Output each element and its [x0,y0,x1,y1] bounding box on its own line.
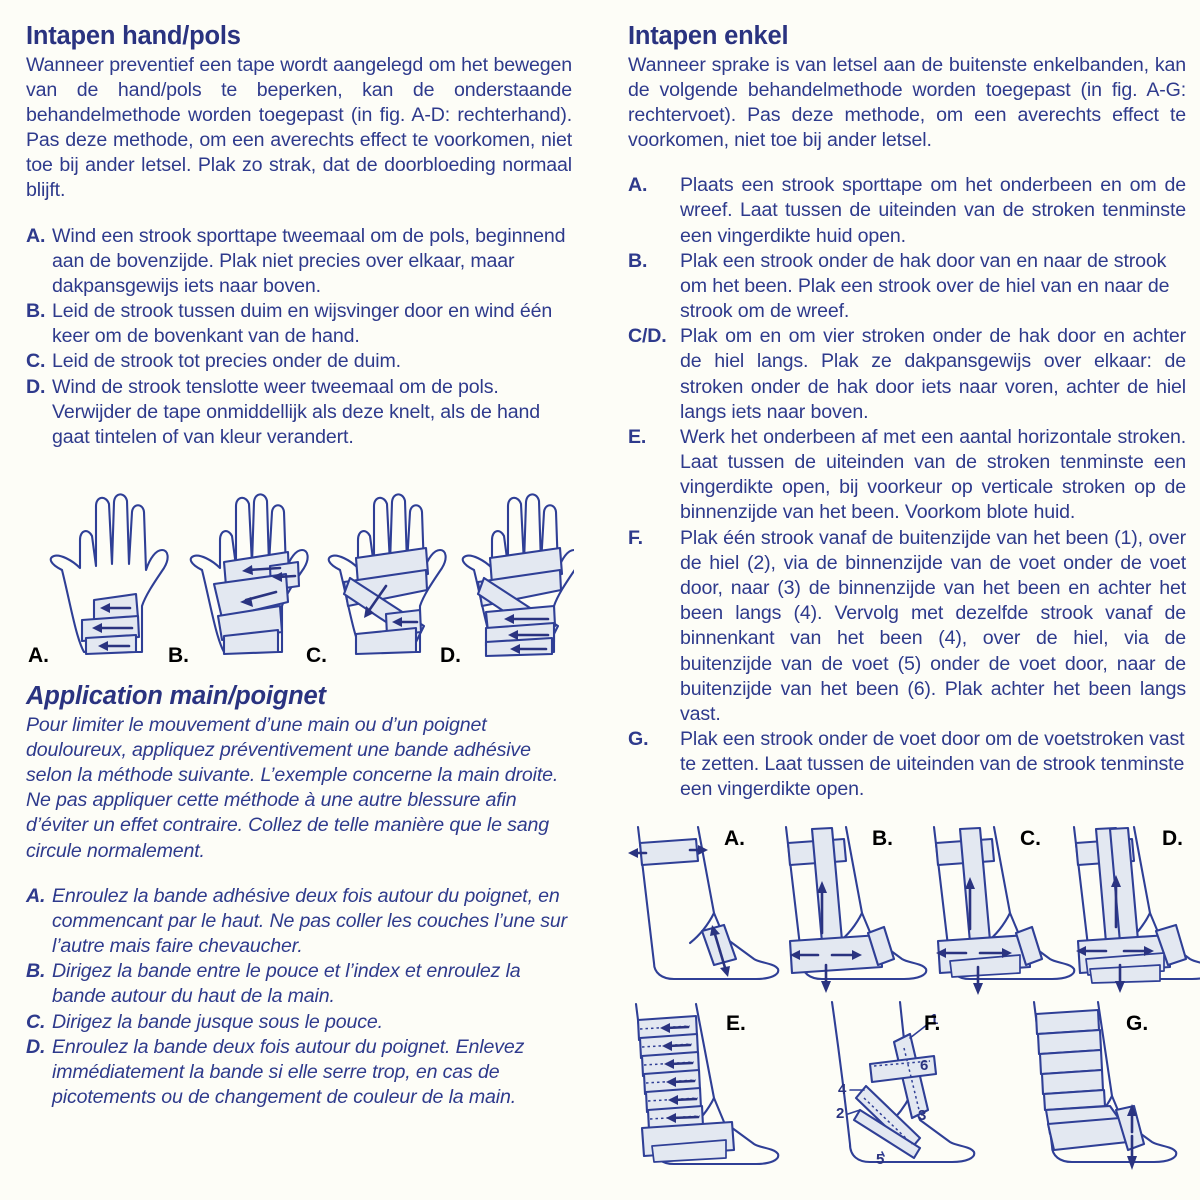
step-text: Enroulez la bande adhésive deux fois aut… [52,884,568,958]
list-item: E. Werk het onderbeen af met een aantal … [628,425,1186,526]
spacer [26,864,572,884]
step-text: Werk het onderbeen af met een aantal hor… [680,425,1186,524]
step-text: Leid de strook tussen duim en wijsvinger… [52,300,553,348]
step-text: Enroulez la bande deux fois autour du po… [52,1035,525,1109]
figure-f-number-3: 3 [918,1107,926,1124]
intro-paragraph-hand-wrist-fr: Pour limiter le mouvement d’une main ou … [26,713,559,862]
step-label: G. [628,728,649,751]
ankle-figure-b: B. [784,825,928,993]
list-item: D. Wind de strook tenslotte weer tweemaa… [26,375,572,451]
left-column: Intapen hand/pols Wanneer preventief een… [26,22,574,1111]
ankle-figure-label-a: A. [724,827,745,850]
ankle-figure-label-d: D. [1162,827,1183,850]
step-text: Dirigez la bande jusque sous le pouce. [52,1010,383,1033]
steps-list-hand-wrist-nl: A. Wind een strook sporttape tweemaal om… [26,224,572,451]
step-label: B. [26,300,46,323]
step-text: Wind de strook tenslotte weer tweemaal o… [52,375,540,448]
hand-figure-row: A. B. [26,466,574,666]
hand-figure-label-c: C. [306,644,327,666]
spacer [628,803,1186,813]
step-label: A. [26,884,46,907]
ankle-figure-label-e: E. [726,1012,746,1035]
ankle-figure-label-b: B. [872,827,893,850]
ankle-figure-d: D. [1072,825,1200,993]
ankle-figure-g: G. [1032,1000,1178,1170]
hand-figure-label-b: B. [168,644,189,666]
list-item: A. Wind een strook sporttape tweemaal om… [26,224,572,300]
hand-figure-label-d: D. [440,644,461,666]
step-label: D. [26,1035,46,1058]
page-title-hand-wrist: Intapen hand/pols [26,22,241,50]
hand-figure-a: A. [28,493,169,666]
step-text: Wind een strook sporttape tweemaal om de… [52,224,566,297]
intro-paragraph-ankle: Wanneer sprake is van letsel aan de buit… [628,53,1186,152]
page-title-hand-wrist-fr: Application main/poignet [26,682,326,711]
figure-f-number-6: 6 [920,1057,928,1074]
list-item: G. Plak een strook onder de voet door om… [628,727,1186,803]
step-label: B. [26,960,46,983]
figure-f-number-4: 4 [838,1081,847,1098]
list-item: B. Plak een strook onder de hak door van… [628,249,1186,325]
ankle-figure-e: E. [634,1002,780,1165]
step-text: Plak een strook onder de voet door om de… [680,728,1185,801]
step-label: C/D. [628,325,667,348]
ankle-figure-row-2: E. 1 2 [628,998,1186,1183]
step-label: E. [628,425,647,448]
step-label: C. [26,350,46,373]
ankle-taping-diagrams-row1: A. B. [628,825,1200,995]
step-label: C. [26,1010,46,1033]
list-item: F. Plak één strook vanaf de buitenzijde … [628,526,1186,727]
intro-paragraph-hand-wrist: Wanneer preventief een tape wordt aangel… [26,53,572,202]
hand-taping-diagrams: A. B. [28,493,574,666]
ankle-figure-c: C. [932,825,1076,995]
figure-f-number-1: 1 [930,1011,938,1028]
right-column: Intapen enkel Wanneer sprake is van lets… [600,0,1200,1200]
ankle-figure-label-c: C. [1020,827,1041,850]
spacer [628,153,1186,173]
steps-list-ankle-nl: A. Plaats een strook sporttape om het on… [628,173,1186,802]
list-item: B. Leid de strook tussen duim en wijsvin… [26,299,572,349]
ankle-figure-label-f: F. [924,1012,940,1035]
hand-figure-b: B. [168,493,309,666]
ankle-taping-diagrams-row2: E. 1 2 [634,1000,1178,1170]
list-item: C. Leid de strook tot precies onder de d… [26,349,572,374]
spacer [26,450,572,466]
hand-figure-d: D. [440,493,574,666]
step-text: Leid de strook tot precies onder de duim… [52,350,401,373]
figure-f-number-5: 5 [876,1151,884,1168]
list-item: C. Dirigez la bande jusque sous le pouce… [26,1010,572,1035]
list-item: A. Enroulez la bande adhésive deux fois … [26,884,572,960]
ankle-figure-label-g: G. [1126,1012,1148,1035]
step-label: A. [26,224,46,247]
ankle-figure-f: 1 2 3 4 5 6 F. [830,1000,976,1168]
step-label: B. [628,249,648,272]
step-text: Plak een strook onder de hak door van en… [680,249,1170,323]
steps-list-hand-wrist-fr: A. Enroulez la bande adhésive deux fois … [26,884,572,1111]
step-label: D. [26,375,46,398]
figure-f-number-2: 2 [836,1105,844,1122]
spacer [26,666,572,682]
hand-figure-c: C. [306,493,447,666]
step-label: F. [628,526,643,549]
list-item: A. Plaats een strook sporttape om het on… [628,173,1186,249]
hand-figure-label-a: A. [28,644,49,666]
spacer [26,204,572,224]
list-item: B. Dirigez la bande entre le pouce et l’… [26,959,572,1009]
step-text: Plak om en om vier stroken onder de hak … [680,325,1186,423]
ankle-figure-row-1: A. B. [628,813,1200,998]
list-item: D. Enroulez la bande deux fois autour du… [26,1035,572,1111]
step-label: A. [628,174,648,197]
list-item: C/D. Plak om en om vier stroken onder de… [628,324,1186,425]
step-text: Dirigez la bande entre le pouce et l’ind… [52,960,521,1008]
ankle-figure-a: A. [628,825,780,980]
step-text: Plaats een strook sporttape om het onder… [680,174,1186,247]
step-text: Plak één strook vanaf de buitenzijde van… [680,526,1186,725]
page-title-ankle: Intapen enkel [628,22,789,50]
